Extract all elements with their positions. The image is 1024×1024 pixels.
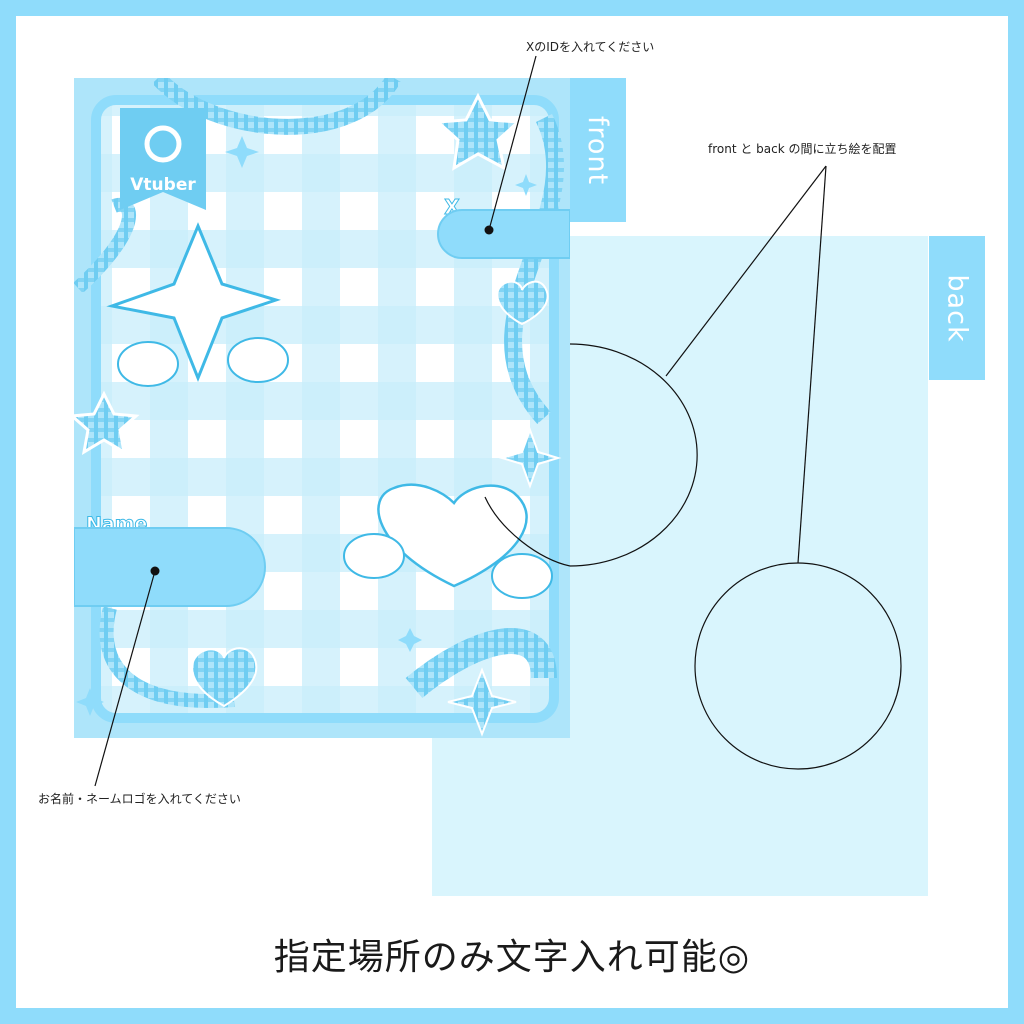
front-card: Vtuber X Name bbox=[74, 78, 570, 738]
front-tab-label: front bbox=[582, 115, 614, 185]
note-x-id: XのIDを入れてください bbox=[526, 40, 655, 54]
note-name: お名前・ネームロゴを入れてください bbox=[38, 792, 241, 806]
name-plate bbox=[74, 527, 266, 607]
x-id-plate bbox=[437, 209, 570, 259]
front-tab: front bbox=[570, 78, 626, 222]
front-card-art: Vtuber X Name bbox=[74, 78, 570, 738]
back-tab: back bbox=[929, 236, 985, 380]
badge-label: Vtuber bbox=[130, 175, 196, 195]
note-placement: front と back の間に立ち絵を配置 bbox=[708, 142, 897, 156]
main-caption: 指定場所のみ文字入れ可能◎ bbox=[273, 937, 751, 978]
back-tab-label: back bbox=[941, 273, 973, 343]
